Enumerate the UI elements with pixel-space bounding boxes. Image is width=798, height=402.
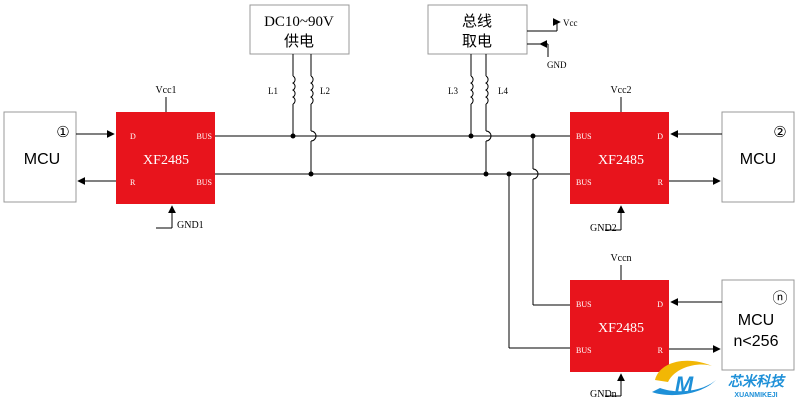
chip-1-pin-bus-bottom: BUS <box>196 178 212 187</box>
chip-2-gnd <box>605 205 625 231</box>
chip-1-pin-bus-top: BUS <box>196 132 212 141</box>
inductor-l4-label: L4 <box>498 86 508 96</box>
chip-2-pin-bus-top: BUS <box>576 132 592 141</box>
inductor-l2-label: L2 <box>320 86 330 96</box>
chip-2-vcc-label: Vcc2 <box>610 85 631 96</box>
chip-2: XF2485 BUS BUS D R <box>570 112 669 204</box>
power-supply-line2: 供电 <box>284 33 314 50</box>
mcu-2-marker: ② <box>773 124 786 141</box>
logo-brand: 芯米科技 <box>728 373 786 389</box>
chip-n-name: XF2485 <box>598 321 644 336</box>
bus-power-line1: 总线 <box>462 13 492 30</box>
mcu-2-box: ② MCU <box>721 111 795 203</box>
chip-1: XF2485 D R BUS BUS <box>116 112 215 204</box>
chip-1-gnd <box>156 205 176 229</box>
chip-2-gnd-label: GND2 <box>590 223 617 234</box>
mcu-2-label: MCU <box>740 151 776 168</box>
bus-lines <box>215 135 570 349</box>
inductor-l1-label: L1 <box>268 86 278 96</box>
inductor-l2 <box>309 54 317 174</box>
chip-n: XF2485 BUS BUS D R <box>570 280 669 372</box>
chip-2-pin-r: R <box>658 178 664 187</box>
chip-n-pin-bus-top: BUS <box>576 300 592 309</box>
brand-logo: M 芯米科技 XUANMIKEJI <box>652 360 786 399</box>
chip-n-pin-d: D <box>657 300 663 309</box>
inductor-l1 <box>291 54 296 136</box>
chip-1-vcc-label: Vcc1 <box>155 85 176 96</box>
chip-1-name: XF2485 <box>143 153 189 168</box>
chip-n-vcc-label: Vccn <box>610 253 631 264</box>
chip-n-gnd <box>605 373 625 397</box>
chip-2-name: XF2485 <box>598 153 644 168</box>
bus-junctions <box>290 133 536 177</box>
logo-sub: XUANMIKEJI <box>734 392 777 399</box>
power-supply-line1: DC10~90V <box>264 14 334 30</box>
chip-2-pin-d: D <box>657 132 663 141</box>
chip-n-gnd-label: GNDn <box>590 389 617 400</box>
inductor-l3 <box>469 54 474 136</box>
chip-1-pin-r: R <box>130 178 136 187</box>
bus-power-line2: 取电 <box>462 33 492 50</box>
chip-n-pin-r: R <box>658 346 664 355</box>
mcu-n-box: ⓝ MCU n<256 <box>721 279 795 371</box>
mcu-n-marker: ⓝ <box>772 290 787 307</box>
gnd-label: GND <box>547 60 567 70</box>
bus-power-box: 总线 取电 <box>427 4 528 55</box>
chip-1-pin-d: D <box>130 132 136 141</box>
logo-m-glyph: M <box>675 372 694 397</box>
inductor-l4 <box>484 54 492 174</box>
mcu-1-label: MCU <box>24 151 60 168</box>
vcc-label: Vcc <box>563 18 578 28</box>
mcu-1-box: ① MCU <box>3 111 77 203</box>
mcu-n-label: MCU <box>738 312 774 329</box>
inductor-l3-label: L3 <box>448 86 458 96</box>
chip-1-gnd-label: GND1 <box>177 220 204 231</box>
power-supply-box: DC10~90V 供电 <box>249 4 350 55</box>
chip-n-pin-bus-bottom: BUS <box>576 346 592 355</box>
chip-2-pin-bus-bottom: BUS <box>576 178 592 187</box>
mcu-1-marker: ① <box>56 124 69 141</box>
mcu-n-sub: n<256 <box>734 333 779 350</box>
bus-vcc-output: Vcc <box>527 18 578 32</box>
bus-gnd-input: GND <box>527 40 567 70</box>
